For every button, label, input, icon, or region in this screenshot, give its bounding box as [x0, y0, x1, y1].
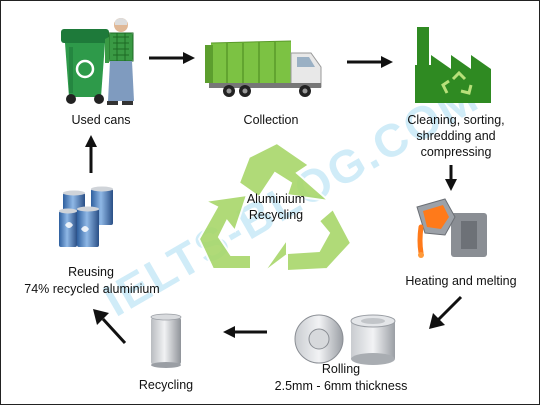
label-recycling: Recycling: [138, 378, 194, 392]
elderly-person-icon: [105, 18, 134, 105]
label-rolling-line2: 2.5mm - 6mm thickness: [274, 379, 408, 393]
label-reusing-line1: Reusing: [68, 265, 114, 279]
label-used-cans: Used cans: [71, 113, 131, 127]
label-rolling-line1: Rolling: [321, 362, 361, 376]
blank-can-icon: [150, 313, 182, 368]
wheelie-bin-icon: [61, 29, 109, 104]
arrow-heating-to-rolling: [429, 295, 463, 329]
factory-icon: [415, 27, 491, 103]
label-heating: Heating and melting: [405, 274, 517, 288]
recycle-symbol-icon: [197, 141, 353, 274]
garbage-truck-icon: [205, 40, 322, 97]
label-reusing-line2: 74% recycled aluminium: [24, 282, 160, 296]
arrow-recycling-to-reusing: [93, 309, 127, 345]
center-title-line1: Aluminium: [246, 192, 306, 206]
center-title-line2: Recycling: [248, 208, 304, 222]
crucible-icon: [416, 198, 487, 258]
aluminium-rolls-icon: [294, 314, 396, 365]
arrow-reusing-to-used-cans: [85, 135, 97, 173]
label-cleaning-line2: shredding and: [416, 129, 496, 143]
arrow-cleaning-to-heating: [445, 165, 457, 191]
label-collection: Collection: [243, 113, 299, 127]
arrow-used-cans-to-collection: [149, 52, 195, 64]
label-cleaning-line1: Cleaning, sorting,: [407, 113, 505, 127]
arrow-rolling-to-recycling: [223, 326, 267, 338]
label-cleaning-line3: compressing: [420, 145, 492, 159]
soda-cans-icon: [59, 186, 113, 247]
arrow-collection-to-cleaning: [347, 56, 393, 68]
